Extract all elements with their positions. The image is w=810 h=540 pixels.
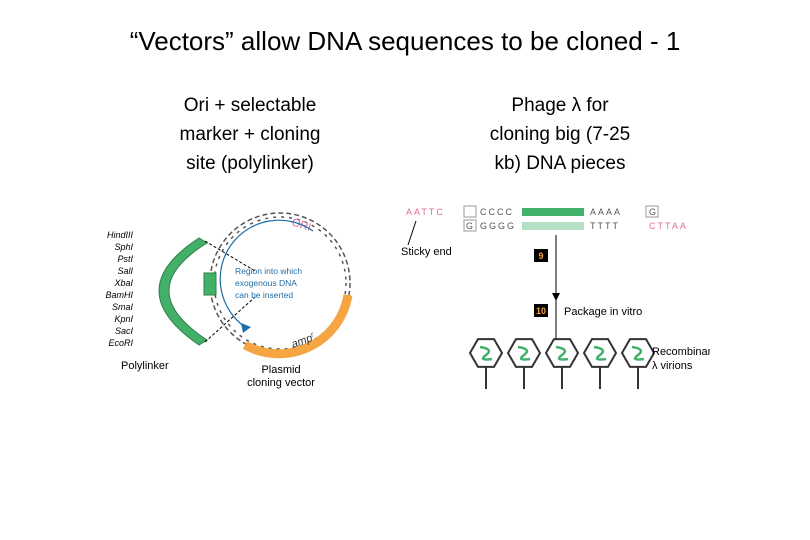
phage-head — [468, 338, 504, 368]
ori-label: ORI — [290, 216, 312, 233]
page-title: “Vectors” allow DNA sequences to be clon… — [129, 26, 681, 56]
phage-description-line: cloning big (7-25 — [489, 124, 631, 145]
packaged-dna — [479, 345, 493, 361]
top-strand-end: G — [649, 207, 656, 217]
packaged-dna — [555, 345, 569, 361]
package-label: Package in vitro — [564, 306, 642, 318]
restriction-site-label: EcoRI — [108, 338, 133, 348]
process-arrowhead — [552, 293, 560, 301]
bottom-strand-end: CTTAA — [649, 221, 688, 231]
step-10-badge — [534, 304, 548, 317]
restriction-site-label: HindIII — [107, 230, 134, 240]
plasmid-description: Ori + selectable marker + cloning site (… — [120, 91, 380, 178]
phage-head — [506, 338, 542, 368]
packaged-dna — [517, 345, 531, 361]
plasmid-description-line: Ori + selectable — [183, 95, 317, 116]
polylinker-label: Polylinker — [121, 360, 169, 372]
sticky-end-label: Sticky end — [401, 246, 452, 258]
insertion-region-text: exogenous DNA — [235, 278, 297, 288]
replication-direction-arrow — [219, 219, 314, 328]
phage-head — [620, 338, 656, 368]
phage-description-line: kb) DNA pieces — [494, 153, 626, 174]
insertion-region-text: can be inserted — [235, 290, 293, 300]
bottom-strand-left: G — [466, 221, 475, 231]
step-10-label: 10 — [536, 306, 546, 316]
step-9-badge — [534, 249, 548, 262]
phage-description: Phage λ for cloning big (7-25 kb) DNA pi… — [440, 91, 680, 178]
bottom-strand-mid: GGGG — [480, 221, 516, 231]
insertion-site-block — [203, 272, 217, 296]
insertion-region-text: Region into which — [235, 266, 302, 276]
restriction-site-label: SalI — [117, 266, 133, 276]
plasmid-diagram: HindIII SphI PstI SalI XbaI BamHI SmaI K… — [105, 212, 353, 389]
polylinker-connector — [204, 296, 256, 343]
plasmid-description-line: marker + cloning — [179, 124, 321, 145]
insert-dna-segment — [522, 208, 584, 216]
plasmid-caption: cloning vector — [247, 377, 315, 389]
restriction-site-label: SacI — [115, 326, 134, 336]
insert-dna-segment — [522, 222, 584, 230]
phage-diagram: AATTC G CCCC GGGG AAAA TTTT G CTTAA Stic… — [401, 205, 710, 389]
top-strand-left: AATTC — [406, 207, 445, 217]
top-strand-right: AAAA — [590, 207, 622, 217]
phage-head — [582, 338, 618, 368]
packaged-dna — [631, 345, 645, 361]
recombinant-label: λ virions — [652, 360, 693, 372]
step-9-label: 9 — [538, 251, 543, 261]
restriction-site-label: PstI — [117, 254, 133, 264]
recombinant-label: Recombinant — [652, 346, 710, 358]
bottom-strand-box — [463, 219, 477, 232]
plasmid-backbone-inner — [213, 216, 347, 350]
phage-virions — [468, 338, 656, 389]
sticky-end-pointer — [407, 220, 417, 246]
top-strand-mid: CCCC — [480, 207, 514, 217]
bottom-strand-right: TTTT — [590, 221, 620, 231]
replication-arrowhead — [241, 323, 251, 333]
polylinker-bracket — [158, 237, 208, 346]
restriction-site-label: KpnI — [114, 314, 133, 324]
plasmid-caption: Plasmid — [261, 364, 300, 376]
restriction-site-label: XbaI — [113, 278, 133, 288]
top-strand-box — [463, 205, 477, 218]
amp-resistance-gene — [242, 294, 353, 359]
restriction-site-label: SphI — [114, 242, 133, 252]
top-strand-end-box — [645, 205, 659, 218]
restriction-site-label: SmaI — [112, 302, 134, 312]
plasmid-description-line: site (polylinker) — [186, 153, 314, 174]
phage-description-line: Phage λ for — [511, 95, 609, 116]
packaged-dna — [593, 345, 607, 361]
restriction-site-label: BamHI — [105, 290, 133, 300]
phage-head — [544, 338, 580, 368]
